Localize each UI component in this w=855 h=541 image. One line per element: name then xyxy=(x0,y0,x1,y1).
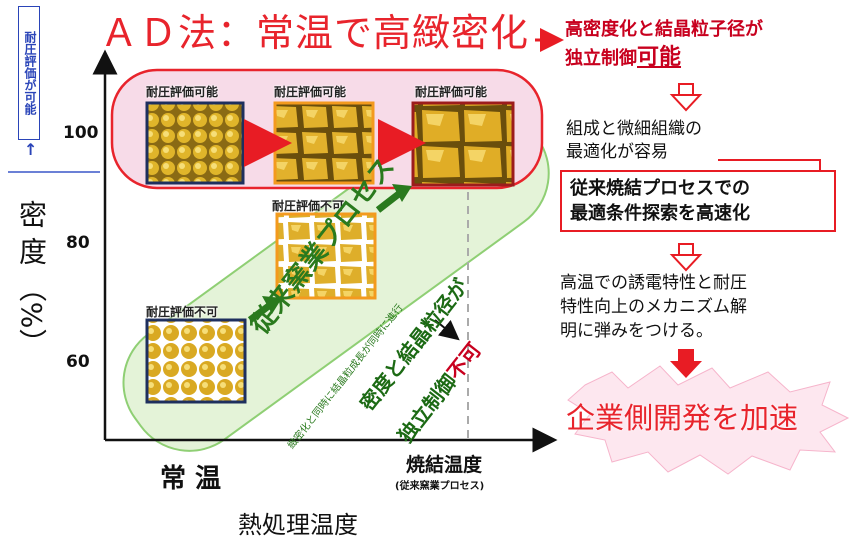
x-label-right-sub: (従来窯業プロセス) xyxy=(395,481,485,492)
grain-box-fine-dense xyxy=(145,101,245,185)
arrow-green-1 xyxy=(247,302,273,323)
step3-line1: 従来焼結プロセスでの xyxy=(570,178,750,199)
grain-label-5: 耐圧評価不可 xyxy=(146,305,219,319)
step4-line2: 特性向上のメカニズム解 xyxy=(560,297,747,317)
grain-label-2: 耐圧評価可能 xyxy=(274,85,347,99)
grain-label-4: 耐圧評価不可 xyxy=(272,199,345,213)
arrow-green-2-head xyxy=(392,184,412,202)
grain-label-1: 耐圧評価可能 xyxy=(146,85,219,99)
step1-line2-b: 可能 xyxy=(637,45,682,70)
x-label-right: 焼結温度 xyxy=(406,454,483,476)
step2-line2: 最適化が容易 xyxy=(566,142,668,162)
y-tick-100: 100 xyxy=(63,123,99,143)
x-label-left: 常 温 xyxy=(160,464,222,494)
step4-line3: 明に弾みをつける。 xyxy=(560,321,713,341)
step2-line1: 組成と微細組織の xyxy=(566,119,702,139)
step1-line2-a: 独立制御 xyxy=(565,48,637,69)
y-axis-label: 密 度 （%） xyxy=(15,200,48,357)
y-side-note: 耐圧評価が可能 xyxy=(18,6,40,140)
final-text: 企業側開発を加速 xyxy=(566,401,799,435)
grain-box-fine-porous xyxy=(145,318,247,404)
down-arrow-1 xyxy=(669,83,703,112)
step4-line1: 高温での誘電特性と耐圧 xyxy=(560,273,747,293)
step3-line2: 最適条件探索を高速化 xyxy=(570,203,750,224)
down-arrow-3 xyxy=(670,349,702,378)
step3-box: 従来焼結プロセスでの 最適条件探索を高速化 xyxy=(560,170,836,232)
down-arrow-2 xyxy=(669,243,703,272)
step1-line1: 高密度化と結晶粒子径が xyxy=(565,19,763,40)
main-title: ＡＤ法：常温で高緻密化 xyxy=(100,11,530,55)
y-tick-80: 80 xyxy=(66,233,90,253)
arrow-green-2 xyxy=(375,190,403,213)
y-tick-60: 60 xyxy=(66,352,90,372)
arrow-process-result xyxy=(434,319,460,341)
grain-box-medium-dense xyxy=(273,101,375,185)
starburst-shape xyxy=(567,365,850,475)
x-axis-label: 熱処理温度 xyxy=(238,511,358,539)
arrow-green-1-head xyxy=(262,296,282,314)
grain-box-medium-porous xyxy=(275,212,377,300)
grain-box-coarse-dense xyxy=(411,101,515,187)
connector-line xyxy=(718,159,821,170)
step1-line2: 独立制御可能 xyxy=(565,46,681,71)
up-arrow-icon: ↑ xyxy=(24,140,38,159)
grain-label-3: 耐圧評価可能 xyxy=(415,85,488,99)
